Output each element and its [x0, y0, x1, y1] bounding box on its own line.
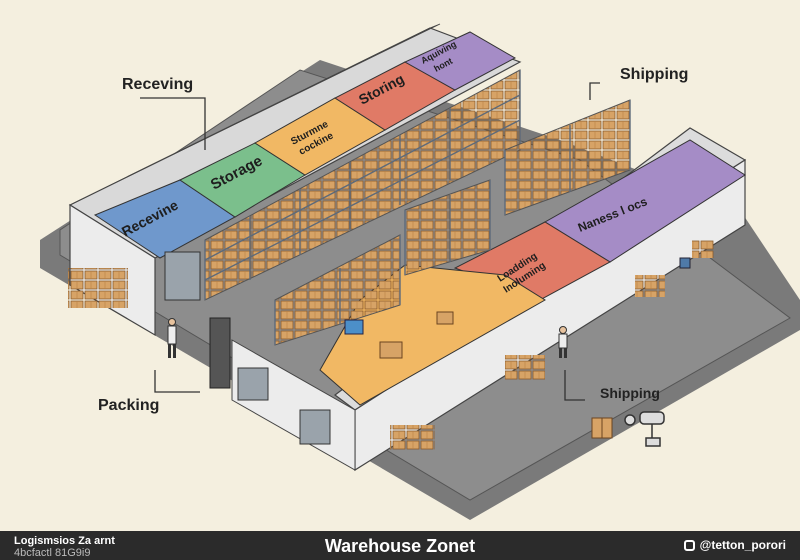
worker-person-right: [558, 326, 568, 358]
warehouse-illustration: Recevine Storage Sturmne cockine Storing…: [40, 23, 800, 520]
boxes-dock-right: [390, 425, 435, 450]
callout-shipping-bottom: Shipping: [600, 385, 660, 401]
footer-credit-line-1: Logismsios Za arnt: [14, 535, 115, 547]
footer-handle[interactable]: @tetton_porori: [683, 538, 786, 552]
boxes-wall-2: [635, 275, 665, 297]
roof-rim: [69, 23, 441, 206]
footer-credit: Logismsios Za arnt 4bcfactl 81G9i9: [14, 535, 115, 559]
footer-credit-line-2: 4bcfactl 81G9i9: [14, 547, 91, 559]
robot-arm-icon: [624, 411, 665, 447]
rack-frames: [204, 70, 521, 300]
callout-receiving: Receving: [122, 76, 194, 93]
loading-door-left: [164, 251, 201, 301]
forklift: [344, 319, 364, 335]
pallet-jack: [679, 257, 691, 269]
rack-cluster-middle: [274, 99, 631, 346]
pallet-box-1: [379, 341, 403, 359]
callout-packing: Packing: [98, 397, 160, 414]
shipping-box-icon: [591, 417, 613, 439]
zone-aquiving-tile: [403, 31, 517, 91]
pallet-box-2: [436, 311, 454, 325]
callout-shipping-top: Shipping: [620, 66, 689, 83]
worker-person-left: [167, 318, 177, 358]
footer-bar: Logismsios Za arnt 4bcfactl 81G9i9 Wareh…: [0, 531, 800, 560]
instagram-icon: [683, 539, 695, 551]
boxes-wall-3: [692, 240, 714, 258]
footer-title: Warehouse Zonet: [324, 536, 476, 556]
boxes-left: [68, 268, 128, 308]
packing-column: [209, 317, 231, 389]
dock-door-1: [237, 367, 269, 401]
callout-lines: [140, 82, 600, 401]
boxes-wall-1: [505, 355, 545, 380]
footer-handle-text: @tetton_porori: [699, 538, 786, 552]
dock-door-2: [299, 409, 331, 445]
